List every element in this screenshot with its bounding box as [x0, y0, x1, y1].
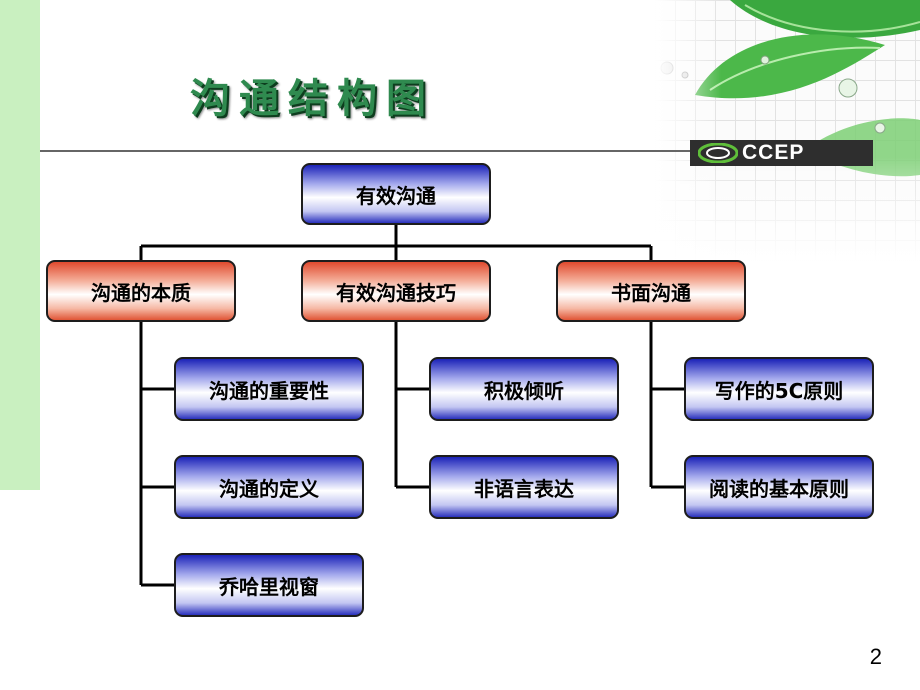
leaf-node: 非语言表达 — [429, 455, 619, 519]
branch-node: 书面沟通 — [556, 260, 746, 322]
leaf-node: 沟通的重要性 — [174, 357, 364, 421]
leaf-node: 阅读的基本原则 — [684, 455, 874, 519]
leaf-node: 沟通的定义 — [174, 455, 364, 519]
leaf-node: 积极倾听 — [429, 357, 619, 421]
root-node: 有效沟通 — [301, 163, 491, 225]
ccep-logo-text: CCEP — [742, 141, 805, 164]
title-divider-line — [40, 150, 705, 152]
branch-node: 有效沟通技巧 — [301, 260, 491, 322]
page-number: 2 — [869, 644, 882, 669]
branch-node: 沟通的本质 — [46, 260, 236, 322]
ccep-logo: CCEP — [690, 140, 873, 166]
leaf-node: 乔哈里视窗 — [174, 553, 364, 617]
ccep-logo-mark-icon — [698, 143, 738, 163]
slide-title: 沟通结构图 — [190, 75, 435, 122]
grid-fade-overlay — [655, 0, 920, 262]
left-green-band — [0, 0, 40, 490]
leaf-node: 写作的5C原则 — [684, 357, 874, 421]
